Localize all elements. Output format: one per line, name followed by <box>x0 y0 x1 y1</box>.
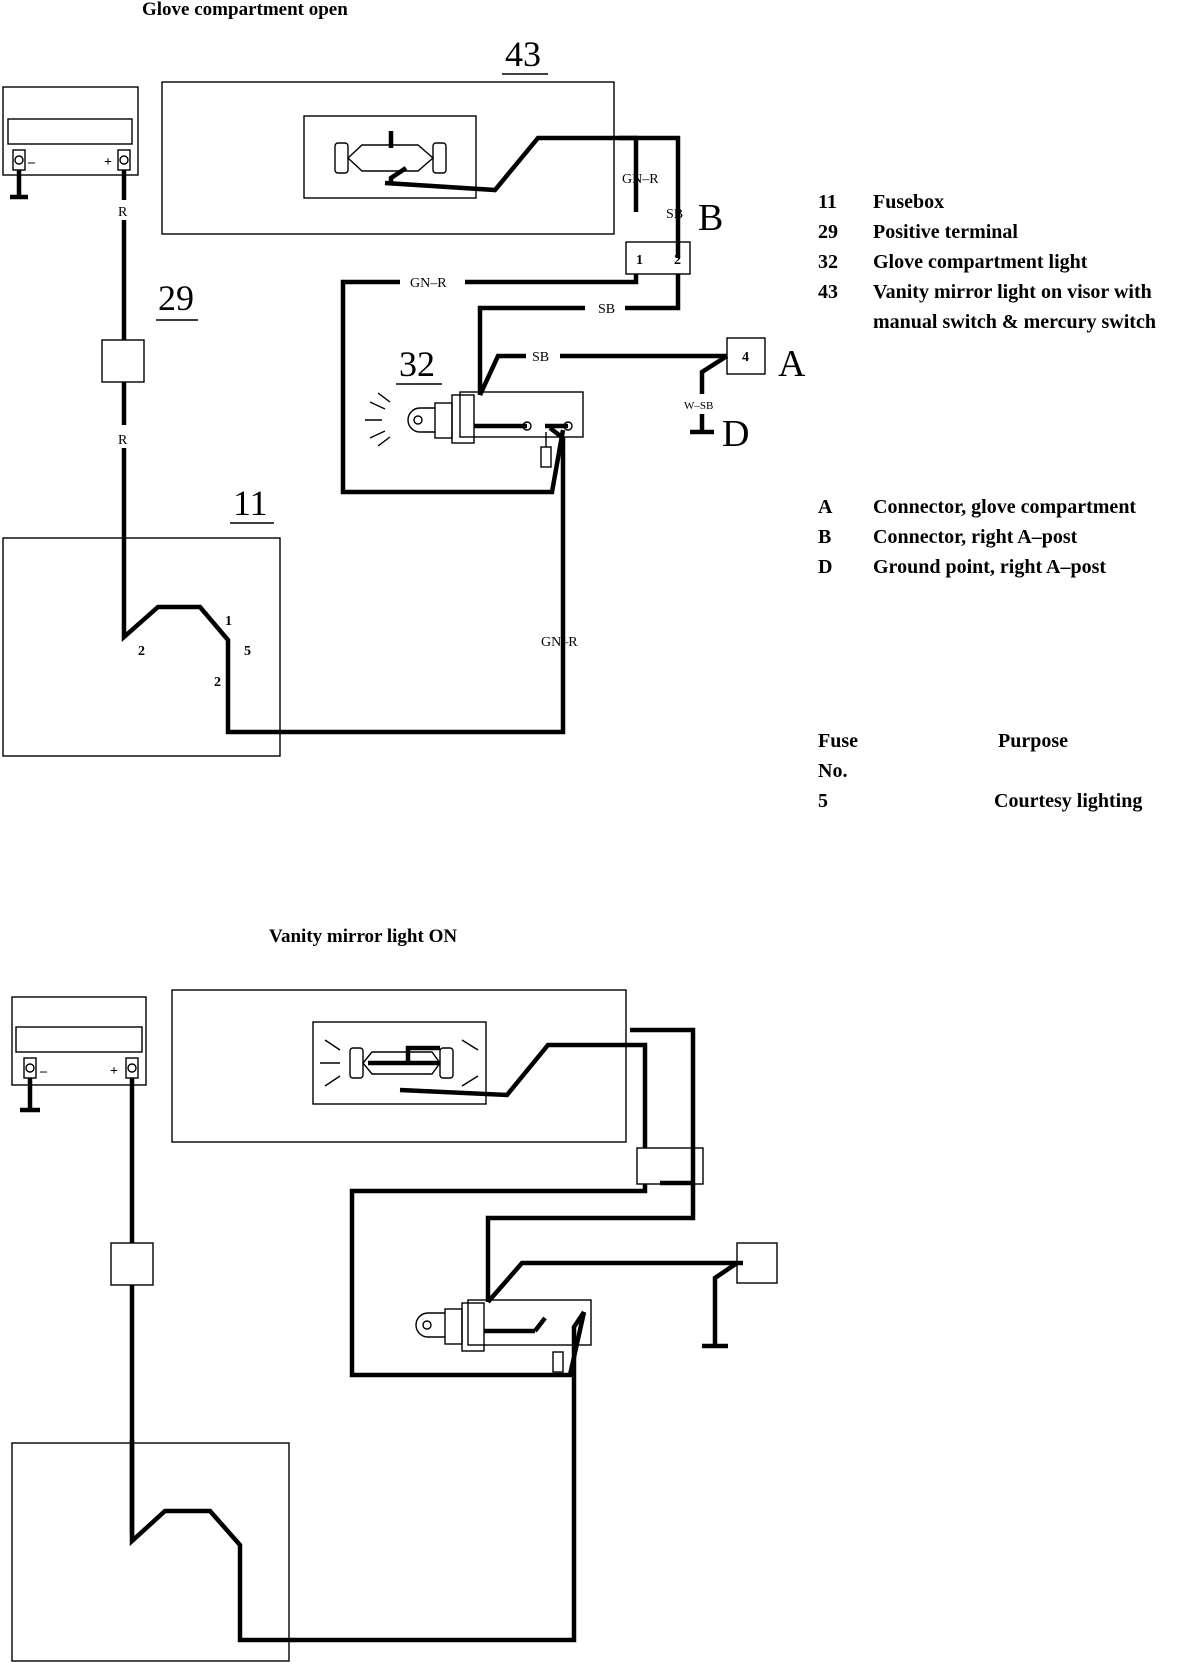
connector-b-pin2: 2 <box>674 253 681 268</box>
legend-connectors: A Connector, glove compartment B Connect… <box>818 492 1183 582</box>
fusebox-11 <box>2 537 281 757</box>
battery1-pos-sign: + <box>104 155 112 170</box>
d2-wire-a-to-ground <box>712 1261 739 1346</box>
fuse-row-purpose: Courtesy lighting <box>994 790 1143 812</box>
fuse-pin-a: 1 <box>225 614 232 629</box>
fuse-row-number: 5 <box>818 790 828 812</box>
legend-code: D <box>818 556 833 578</box>
battery2-pos-sign: + <box>110 1064 118 1079</box>
component-number-29: 29 <box>158 278 194 318</box>
fuse-pin-out: 2 <box>214 675 221 690</box>
wire-sb-32-to-a <box>477 353 727 396</box>
diagram2-title: Vanity mirror light ON <box>269 926 457 947</box>
d2-vanity-return-path <box>630 1027 696 1186</box>
diagram1-title: Glove compartment open <box>142 0 348 20</box>
connector-letter-d: D <box>722 413 749 455</box>
vanity-return-path <box>388 135 681 258</box>
wire-label-wsb: W–SB <box>684 400 713 412</box>
legend-row: B Connector, right A–post <box>818 522 1183 552</box>
wire-label-sb-vertical: SB <box>666 207 683 222</box>
positive-terminal-29 <box>101 339 145 383</box>
connector-letter-b: B <box>698 197 723 239</box>
legend-desc: Fusebox <box>873 191 945 213</box>
component-number-43: 43 <box>505 34 541 74</box>
wire-gnr-b-to-32 <box>340 274 639 495</box>
fuse-table: Fuse Purpose No. 5 Courtesy lighting <box>818 730 1178 830</box>
glove-switch-contact-2 <box>563 421 573 431</box>
legend-desc: Positive terminal <box>873 221 1018 243</box>
d2-fusebox <box>11 1442 290 1662</box>
fuse-5-path <box>121 426 566 735</box>
wire-label-r-top: R <box>118 205 128 220</box>
wire-sb-b-to-32 <box>477 274 681 395</box>
legend-code: 29 <box>818 221 838 243</box>
d2-wire-b-to-light <box>349 1184 648 1378</box>
wire-label-gnr-vertical: GN–R <box>622 172 659 187</box>
component-number-32: 32 <box>399 344 435 384</box>
d2-vanity-light-housing <box>312 1021 487 1105</box>
d2-vanity-mirror-visor <box>171 989 627 1143</box>
fuse-pin-in: 2 <box>138 644 145 659</box>
battery1-neg-sign: – <box>27 155 36 170</box>
fuse-header-fuse: Fuse <box>818 730 858 752</box>
battery-1: – + <box>2 86 139 200</box>
d2-vanity-switch-path <box>368 1042 648 1148</box>
negative-terminal-icon <box>10 149 28 200</box>
d2-glove-door-switch-plunger <box>552 1351 564 1373</box>
d2-glove-switch-path <box>484 1316 547 1334</box>
vanity-switch-path <box>384 131 639 212</box>
connector-b-pin1: 1 <box>636 253 643 268</box>
legend-code: B <box>818 526 832 548</box>
battery-2: – + <box>11 996 147 1113</box>
positive-terminal-2-icon <box>125 1057 139 1079</box>
d2-connector-b <box>636 1147 704 1185</box>
wire-label-gnr-horizontal: GN–R <box>410 276 447 291</box>
vanity-bulb-left-icon <box>334 142 447 174</box>
glove-door-switch-plunger <box>540 446 552 468</box>
legend-desc: Ground point, right A–post <box>873 556 1107 578</box>
legend-row: 29 Positive terminal <box>818 217 1183 247</box>
fuse-pin-b: 5 <box>244 644 251 659</box>
legend-row: D Ground point, right A–post <box>818 552 1183 582</box>
glove-compartment-light-32 <box>459 391 584 438</box>
legend-desc: Vanity mirror light on visor with manual… <box>873 281 1156 333</box>
legend-desc: Connector, right A–post <box>873 526 1078 548</box>
battery2-neg-sign: – <box>39 1064 48 1079</box>
glove-bulb-icon <box>365 392 475 447</box>
wire-label-r-bottom: R <box>118 433 128 448</box>
legend-row: 11 Fusebox <box>818 187 1183 217</box>
legend-components: 11 Fusebox 29 Positive terminal 32 Glove… <box>818 187 1183 337</box>
component-number-11: 11 <box>233 483 268 523</box>
d2-fuse-path <box>129 1310 586 1643</box>
legend-desc: Glove compartment light <box>873 251 1088 273</box>
d2-glove-compartment-light <box>467 1299 592 1346</box>
legend-code: 32 <box>818 251 838 273</box>
legend-row: 43 Vanity mirror light on visor with man… <box>818 277 1183 337</box>
wire-wsb-a-to-ground <box>699 354 729 432</box>
vanity-mirror-visor-43 <box>161 81 615 235</box>
legend-desc: Connector, glove compartment <box>873 496 1137 518</box>
positive-terminal-icon <box>117 149 131 171</box>
connector-a-pin: 4 <box>742 350 749 365</box>
d2-positive-terminal <box>110 1242 154 1286</box>
legend-code: 43 <box>818 281 838 303</box>
legend-row: 32 Glove compartment light <box>818 247 1183 277</box>
connector-b <box>625 241 691 275</box>
wire-label-sb-upper: SB <box>598 302 615 317</box>
legend-code: 11 <box>818 191 837 213</box>
legend-code: A <box>818 496 833 518</box>
wire-label-sb-lower: SB <box>532 350 549 365</box>
fuse-header-purpose: Purpose <box>998 730 1068 752</box>
glove-switch-contact <box>522 421 532 431</box>
negative-terminal-2-icon <box>20 1057 40 1113</box>
d2-wire-b-to-light-sb <box>485 1184 696 1302</box>
legend-row: A Connector, glove compartment <box>818 492 1183 522</box>
vanity-mirror-light-housing <box>303 115 477 199</box>
wire-label-gnr-right: GN–R <box>541 635 578 650</box>
connector-letter-a: A <box>778 343 806 385</box>
fuse-header-no: No. <box>818 760 848 782</box>
d2-wire-light-to-a <box>486 1260 743 1304</box>
d2-glove-bulb-icon <box>415 1302 485 1352</box>
